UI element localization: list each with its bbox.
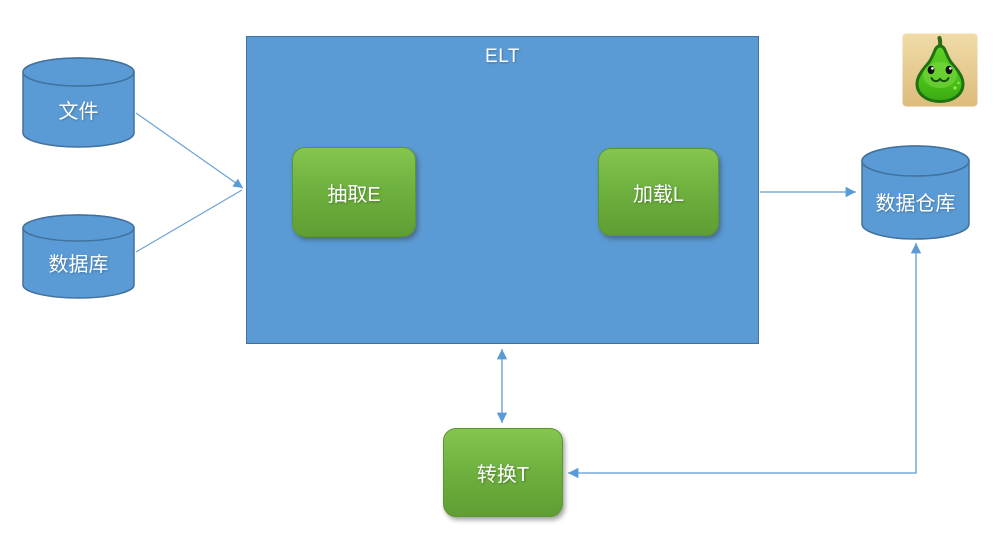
- process-load[interactable]: 加载L: [598, 148, 719, 236]
- cylinder-file[interactable]: 文件: [22, 57, 135, 148]
- cylinder-warehouse[interactable]: 数据仓库: [861, 145, 970, 240]
- edge-database-to-elt: [135, 189, 243, 253]
- cylinder-shape: [22, 214, 135, 299]
- process-extract[interactable]: 抽取E: [292, 147, 416, 237]
- cylinder-shape: [22, 57, 135, 148]
- node-label-extract: 抽取E: [327, 183, 381, 206]
- elt-container-label: ELT: [485, 46, 520, 67]
- node-label-transform: 转换T: [476, 464, 530, 486]
- node-label-warehouse: 数据仓库: [875, 193, 956, 215]
- cylinder-shape: [861, 145, 970, 240]
- node-label-load: 加载L: [632, 183, 685, 206]
- node-label-database: 数据库: [48, 254, 109, 276]
- cylinder-database[interactable]: 数据库: [22, 214, 135, 299]
- edge-file-to-elt: [135, 112, 244, 189]
- pear-mascot-icon: [902, 33, 978, 107]
- node-label-file: 文件: [58, 101, 99, 123]
- process-transform[interactable]: 转换T: [443, 428, 563, 517]
